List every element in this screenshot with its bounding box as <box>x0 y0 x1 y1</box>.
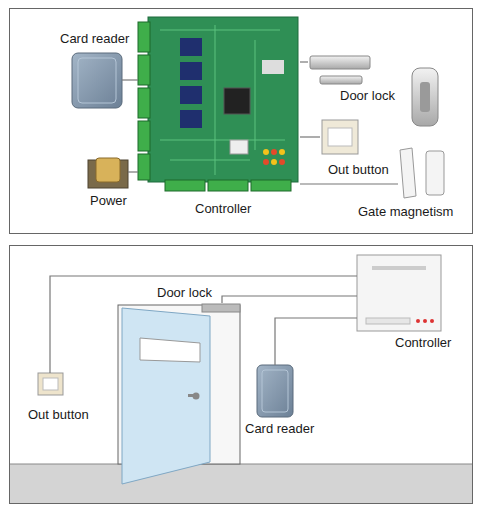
component <box>230 140 248 154</box>
component-node: Door lock <box>308 52 442 128</box>
terminal-block <box>138 55 150 85</box>
wire <box>300 61 308 62</box>
floor-line <box>10 464 472 465</box>
contact-bar <box>400 148 416 198</box>
part-label: Card reader <box>60 31 129 46</box>
card-reader-device <box>72 53 122 108</box>
door-window <box>140 338 200 362</box>
component-node: Card reader <box>257 365 293 417</box>
reader-bezel <box>78 58 116 103</box>
door <box>118 304 240 484</box>
wire <box>300 136 320 137</box>
maglock-body <box>310 56 370 69</box>
controller-cabinet <box>357 255 441 331</box>
exit-button <box>322 120 358 154</box>
reader-body <box>257 365 293 417</box>
part-label: Out button <box>28 407 89 422</box>
maglock-armature <box>320 76 362 84</box>
terminal-block <box>138 22 150 52</box>
terminal-block <box>138 121 150 151</box>
door-handle <box>188 394 198 397</box>
wire <box>128 171 138 172</box>
part-label: Card reader <box>245 421 314 436</box>
component-node: Power <box>88 158 128 188</box>
panel-frame <box>10 9 473 234</box>
strike-slot <box>420 82 430 112</box>
terminal-block <box>165 180 205 191</box>
part-label: Controller <box>195 201 251 216</box>
cabinet-indicator <box>366 318 410 324</box>
terminal-block <box>208 180 248 191</box>
led <box>271 159 277 165</box>
floor <box>10 464 472 503</box>
led <box>279 149 285 155</box>
led <box>263 159 269 165</box>
indicator-led <box>423 319 427 323</box>
wire <box>222 296 357 303</box>
electric-strike <box>412 68 438 126</box>
component-node: Out button <box>38 373 63 395</box>
card-reader-device <box>257 365 293 417</box>
chip <box>224 88 250 114</box>
component-node: Out button <box>320 118 360 156</box>
relay <box>180 86 202 104</box>
wire <box>300 183 398 184</box>
terminal-block <box>251 180 291 191</box>
transformer-winding <box>96 158 120 182</box>
indicator-led <box>430 319 434 323</box>
wire <box>122 79 138 80</box>
led <box>279 159 285 165</box>
controller-board <box>138 17 298 191</box>
button-plate <box>322 120 358 154</box>
panel-frame <box>10 246 473 504</box>
exit-button <box>38 373 63 395</box>
wire <box>50 276 357 373</box>
terminal-block <box>138 154 150 180</box>
part-label: Out button <box>328 162 389 177</box>
relay <box>180 38 202 56</box>
indicator-led <box>416 319 420 323</box>
led <box>271 149 277 155</box>
terminal-block <box>138 88 150 118</box>
part-label: Power <box>90 193 127 208</box>
relay <box>180 62 202 80</box>
component-node: Controller <box>138 15 300 192</box>
led <box>263 149 269 155</box>
reader-body <box>72 53 122 108</box>
pcb <box>148 17 298 182</box>
component-node: Card reader <box>72 53 122 108</box>
component <box>262 60 284 74</box>
part-label: Gate magnetism <box>358 204 453 219</box>
part-label: Door lock <box>157 285 212 300</box>
component-node: Gate magnetism <box>398 146 448 200</box>
power-transformer <box>88 158 128 188</box>
component-node: Controller <box>357 255 441 331</box>
cabinet-box <box>357 255 441 331</box>
door-contact <box>400 148 444 198</box>
lock-bar <box>202 304 240 312</box>
part-label: Door lock <box>340 88 395 103</box>
component-node: Door lock <box>202 303 240 313</box>
cabinet-marking <box>372 266 426 270</box>
door-leaf <box>122 308 210 484</box>
button-key <box>328 128 352 146</box>
contact-bar <box>426 151 444 195</box>
reader-bezel <box>262 370 288 412</box>
button-key <box>43 378 58 390</box>
pcb-trace <box>160 25 285 175</box>
wire <box>275 318 357 365</box>
magnetic-lock <box>310 56 438 126</box>
relay <box>180 110 202 128</box>
button-plate <box>38 373 63 395</box>
part-label: Controller <box>395 335 451 350</box>
